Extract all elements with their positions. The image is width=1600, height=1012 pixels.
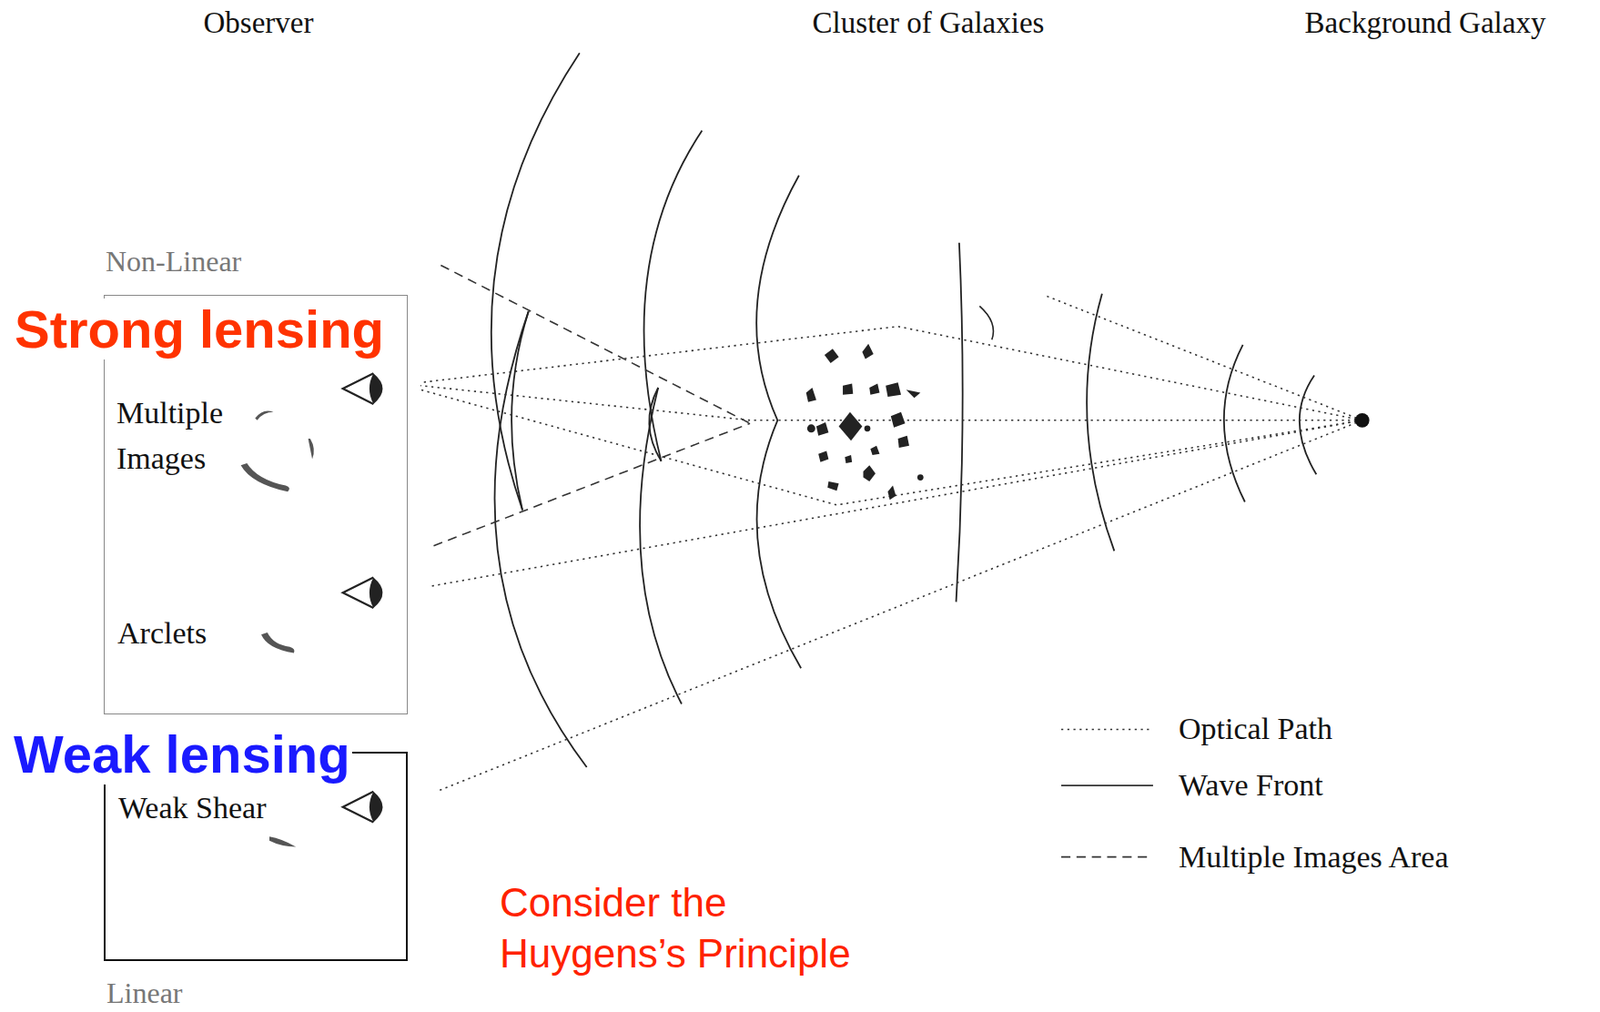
wave-fronts [491, 52, 1317, 768]
column-heading: Cluster of Galaxies [812, 5, 1045, 41]
regime-heading: Linear [106, 976, 183, 1011]
cluster-galaxies [806, 344, 924, 501]
legend-text: Optical Path [1178, 710, 1333, 748]
legend-text: Wave Front [1178, 767, 1324, 804]
regime-title: Weak lensing [11, 723, 353, 785]
column-heading: Observer [203, 5, 314, 41]
weak-lensing-box: Weak lensingWeak ShearLinear [103, 751, 408, 962]
note-text: Consider the Huygens’s Principle [499, 877, 901, 980]
image-type-label: Arclets [117, 615, 207, 651]
strong-lensing-box: Non-LinearStrong lensingMultiple ImagesA… [103, 294, 408, 715]
image-type-label: Multiple Images [116, 390, 244, 482]
regime-title: Strong lensing [12, 298, 386, 360]
legend-samples [1061, 729, 1154, 857]
multiple-images-area [433, 264, 750, 546]
deflection-angle [979, 305, 993, 340]
optical-paths [420, 295, 1363, 791]
legend-text: Multiple Images Area [1178, 839, 1449, 876]
source-galaxy [1355, 413, 1370, 428]
regime-heading: Non-Linear [105, 244, 242, 279]
column-heading: Background Galaxy [1305, 5, 1547, 41]
image-type-label: Weak Shear [118, 789, 266, 826]
